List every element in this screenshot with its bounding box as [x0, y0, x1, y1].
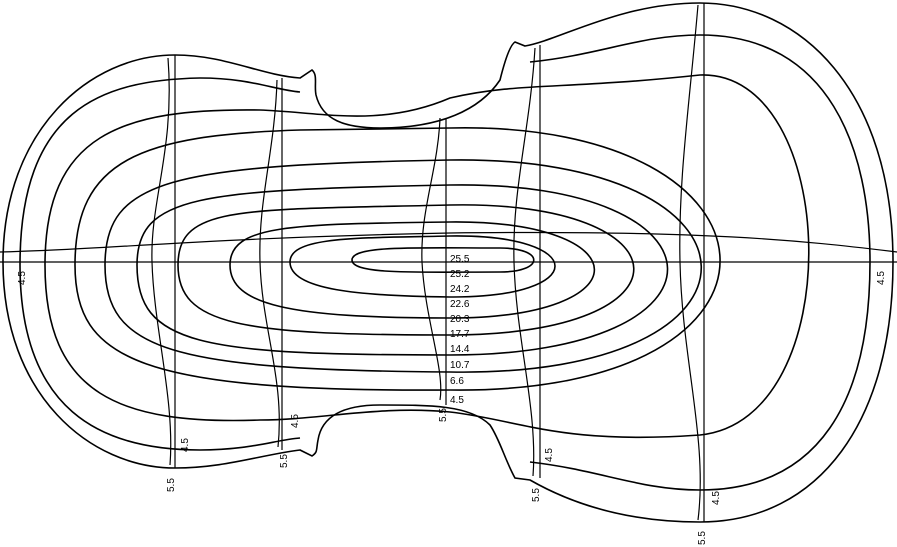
longitudinal-profile	[0, 231, 897, 253]
contour-22-6	[177, 204, 635, 336]
section-label-outer: 5.5	[279, 454, 290, 468]
contour-25-5	[351, 246, 535, 274]
section-label-inner: 4.5	[180, 438, 191, 452]
contour-24-2	[229, 221, 596, 319]
section-label-inner: 4.5	[544, 448, 555, 462]
edge-label-right: 4.5	[876, 271, 887, 285]
section-label-outer: 5.5	[531, 488, 542, 502]
section-label-inner: 4.5	[290, 414, 301, 428]
contour-label: 4.5	[450, 395, 464, 406]
contour-label: 14.4	[450, 344, 470, 355]
contour-label: 6.6	[450, 376, 464, 387]
contour-17-7	[104, 159, 703, 373]
contour-value-labels: 25.5 25.2 24.2 22.6 20.3 17.7 14.4 10.7 …	[450, 254, 470, 406]
contour-label: 17.7	[450, 329, 470, 340]
contour-label: 10.7	[450, 360, 470, 371]
section-label-outer: 5.5	[697, 531, 708, 545]
contour-14-4	[74, 127, 721, 391]
thickness-labels: 4.5 4.5 5.5 4.5 5.5 4.5 5.5 5.5 4.5 5.5 …	[17, 271, 887, 545]
contour-label: 25.2	[450, 269, 470, 280]
contour-20-3	[136, 184, 669, 356]
contour-label: 24.2	[450, 284, 470, 295]
cross-sections	[151, 3, 705, 522]
contour-label: 22.6	[450, 299, 470, 310]
edge-label-left: 4.5	[17, 271, 28, 285]
section-label-inner: 4.5	[711, 491, 722, 505]
contour-lines	[19, 34, 871, 491]
contour-label: 25.5	[450, 254, 470, 265]
contour-10-7	[44, 74, 810, 439]
section-label-outer: 5.5	[166, 478, 177, 492]
contour-label: 20.3	[450, 314, 470, 325]
contour-25-2	[289, 235, 556, 298]
section-label-outer: 5.5	[438, 408, 449, 422]
